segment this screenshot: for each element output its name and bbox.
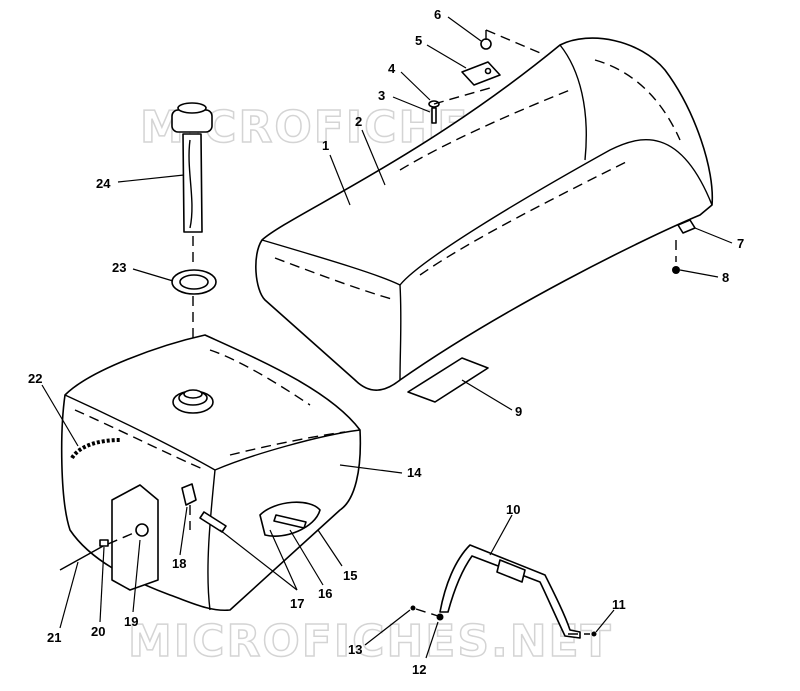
leader-3 xyxy=(392,96,431,113)
leader-2 xyxy=(361,129,386,186)
callout-5: 5 xyxy=(415,33,422,48)
leader-19 xyxy=(132,539,141,613)
callout-23: 23 xyxy=(112,260,126,275)
fuel-line xyxy=(59,544,106,571)
callout-22: 22 xyxy=(28,371,42,386)
nut xyxy=(480,38,492,50)
callout-16: 16 xyxy=(318,586,332,601)
seat-side-curve xyxy=(559,44,587,161)
leader-17a xyxy=(219,529,298,591)
leader-23 xyxy=(132,268,174,282)
grab-bar-band xyxy=(496,559,526,583)
fuel-line-dashed xyxy=(107,531,137,545)
grab-bar-nut-12 xyxy=(436,613,444,621)
fuel-tank-front-edge xyxy=(207,469,216,611)
callout-12: 12 xyxy=(412,662,426,677)
leader-11 xyxy=(595,609,615,633)
fuel-tank-body xyxy=(60,334,362,612)
leader-21 xyxy=(59,561,79,629)
callout-labels: 1 2 3 4 5 6 7 8 9 10 11 12 13 14 15 16 1… xyxy=(28,7,744,677)
fuel-tank-dash-3 xyxy=(209,349,311,406)
latch-dashed-guide-3 xyxy=(433,87,491,105)
callout-10: 10 xyxy=(506,502,520,517)
callout-3: 3 xyxy=(378,88,385,103)
leader-1 xyxy=(329,154,351,206)
leader-4 xyxy=(400,71,431,101)
fuel-sender-plate xyxy=(111,484,159,591)
leader-7 xyxy=(694,227,733,244)
callout-20: 20 xyxy=(91,624,105,639)
leader-6 xyxy=(447,16,482,42)
leader-18 xyxy=(179,506,188,556)
callout-24: 24 xyxy=(96,176,111,191)
fuel-filter-tube xyxy=(273,514,307,529)
callout-1: 1 xyxy=(322,138,329,153)
seat-stitch-4 xyxy=(594,59,681,141)
fuel-tank-dash-1 xyxy=(74,409,206,471)
callout-18: 18 xyxy=(172,556,186,571)
callout-4: 4 xyxy=(388,61,396,76)
seat-stitch-2 xyxy=(419,159,631,276)
grab-bar-bolt-11 xyxy=(591,631,597,637)
fuel-gauge-tube xyxy=(182,133,203,233)
callout-17: 17 xyxy=(290,596,304,611)
leader-20 xyxy=(99,546,105,623)
leader-8 xyxy=(679,269,719,278)
callout-11: 11 xyxy=(612,597,626,612)
leader-24 xyxy=(117,174,185,183)
leader-lines xyxy=(41,16,733,659)
latch-rivet xyxy=(484,67,492,75)
leader-9 xyxy=(461,379,513,411)
callout-2: 2 xyxy=(355,114,362,129)
callout-8: 8 xyxy=(722,270,729,285)
leader-12 xyxy=(425,621,439,659)
fuel-tank-assembly xyxy=(59,334,362,612)
leader-16 xyxy=(289,529,324,586)
rear-bolt xyxy=(672,266,680,274)
seat-stitch-3 xyxy=(399,89,571,171)
callout-21: 21 xyxy=(47,630,61,645)
seat-top-panel xyxy=(261,139,713,286)
fuel-sender-fitting xyxy=(135,523,149,537)
grab-bar-dashed-1 xyxy=(415,608,439,617)
filler-neck-inner xyxy=(183,389,203,399)
leader-15 xyxy=(317,529,343,567)
screw xyxy=(431,107,437,124)
leader-10 xyxy=(489,514,513,556)
callout-13: 13 xyxy=(348,642,362,657)
callout-9: 9 xyxy=(515,404,522,419)
fuel-gauge-wire xyxy=(188,139,193,229)
grab-bar-washer-13 xyxy=(410,605,416,611)
seat-cushion xyxy=(255,37,714,391)
leader-17b xyxy=(269,529,298,591)
seat-base-plate xyxy=(407,357,489,403)
leader-13 xyxy=(364,609,411,646)
callout-7: 7 xyxy=(737,236,744,251)
fuel-cap-top xyxy=(177,102,207,114)
fuel-tank-dash-2 xyxy=(229,431,346,456)
callout-19: 19 xyxy=(124,614,138,629)
seat-front-edge xyxy=(399,284,402,381)
callout-15: 15 xyxy=(343,568,357,583)
seat-stitch-1 xyxy=(274,257,396,301)
leader-5 xyxy=(426,44,467,69)
fuel-cap-assembly xyxy=(171,102,217,390)
fitting-elbow xyxy=(181,483,197,506)
callout-6: 6 xyxy=(434,7,441,22)
callout-14: 14 xyxy=(407,465,422,480)
leader-14 xyxy=(339,464,403,474)
latch-dashed-guide-2 xyxy=(485,29,546,56)
grab-bar-assembly xyxy=(410,544,597,639)
fuel-line-clamp xyxy=(99,539,109,547)
leader-22 xyxy=(41,384,79,447)
latch-plate xyxy=(461,61,501,86)
fuel-cap-gasket-inner xyxy=(179,274,209,290)
seat-assembly xyxy=(255,37,714,403)
